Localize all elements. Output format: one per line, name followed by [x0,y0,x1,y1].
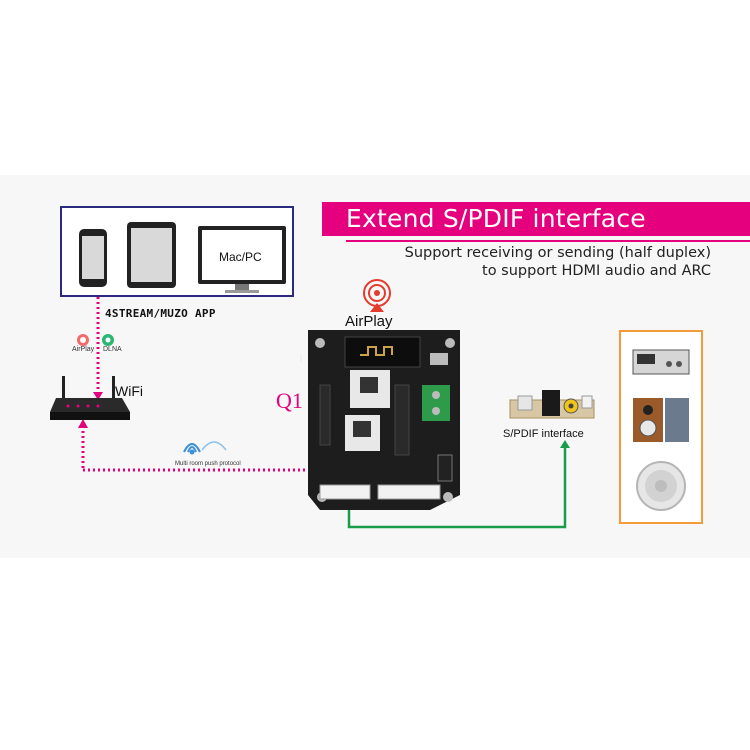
airplay-label: AirPlay [345,313,393,330]
down-arrow-icon [93,392,103,400]
amplifier-icon [632,349,690,375]
model-label: Q1 [276,388,303,413]
spdif-module-icon [509,390,595,419]
airplay-small-label: AirPlay [72,346,95,353]
dlna-small-label: DLNA [103,346,122,353]
airplay-icon [363,279,391,312]
ceiling-speaker-icon [636,461,686,511]
tablet-icon [127,222,176,288]
audio-devices-illustration [632,349,690,511]
banner-subtitle-line2: to support HDMI audio and ARC [482,263,711,279]
board-pcb [308,330,460,510]
power-terminal [422,385,450,421]
multiroom-icon [183,441,227,455]
spdif-label: S/PDIF interface [503,428,584,440]
monitor-icon [198,226,286,293]
green-arrow-icon [560,440,570,448]
speaker-icon [633,398,689,442]
devices-illustration [79,222,286,293]
board-to-spdif-line [347,446,567,529]
app-label: 4STREAM/MUZO APP [105,307,216,320]
wifi-label: WiFi [115,383,143,399]
banner-title: Extend S/PDIF interface [346,204,646,233]
protocol-icons [77,334,114,346]
computer-label: Mac/PC [219,250,262,264]
board-illustration [300,330,460,510]
up-arrow-icon [78,419,88,428]
banner-underline [346,240,750,242]
router-icon [50,376,130,420]
banner-subtitle-line1: Support receiving or sending (half duple… [404,245,711,261]
multiroom-label: Multi room push protocol [175,461,241,467]
title-banner [322,202,750,236]
phone-icon [79,229,107,287]
